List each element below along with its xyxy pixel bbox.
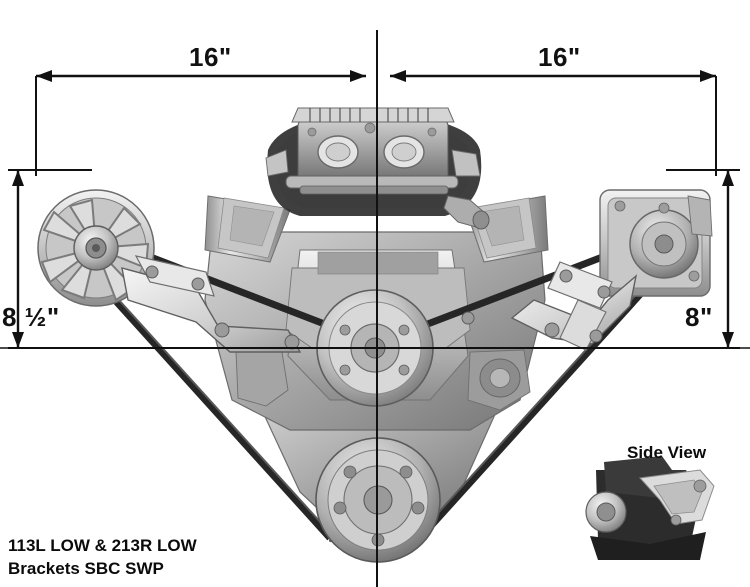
dimension-right-height-label: 8" [685, 302, 713, 332]
side-view-label: Side View [627, 443, 707, 462]
caption-block: 113L LOW & 213R LOW Brackets SBC SWP [8, 534, 197, 580]
dimension-guides [0, 30, 750, 587]
dimension-top-right-label: 16" [538, 42, 581, 72]
alternator [37, 189, 155, 307]
caption-line-2: Brackets SBC SWP [8, 559, 164, 578]
bracket-113L-low [121, 255, 302, 353]
dimension-top-left-label: 16" [189, 42, 232, 72]
dimension-left-height-label: 8 ½" [2, 302, 60, 332]
intake-carburetor [265, 107, 490, 230]
bracket-213R-low [461, 261, 638, 351]
side-view-inset [585, 456, 715, 560]
dimension-arrowheads [12, 70, 734, 348]
caption-line-1: 113L LOW & 213R LOW [8, 536, 197, 555]
ac-compressor [599, 189, 713, 297]
